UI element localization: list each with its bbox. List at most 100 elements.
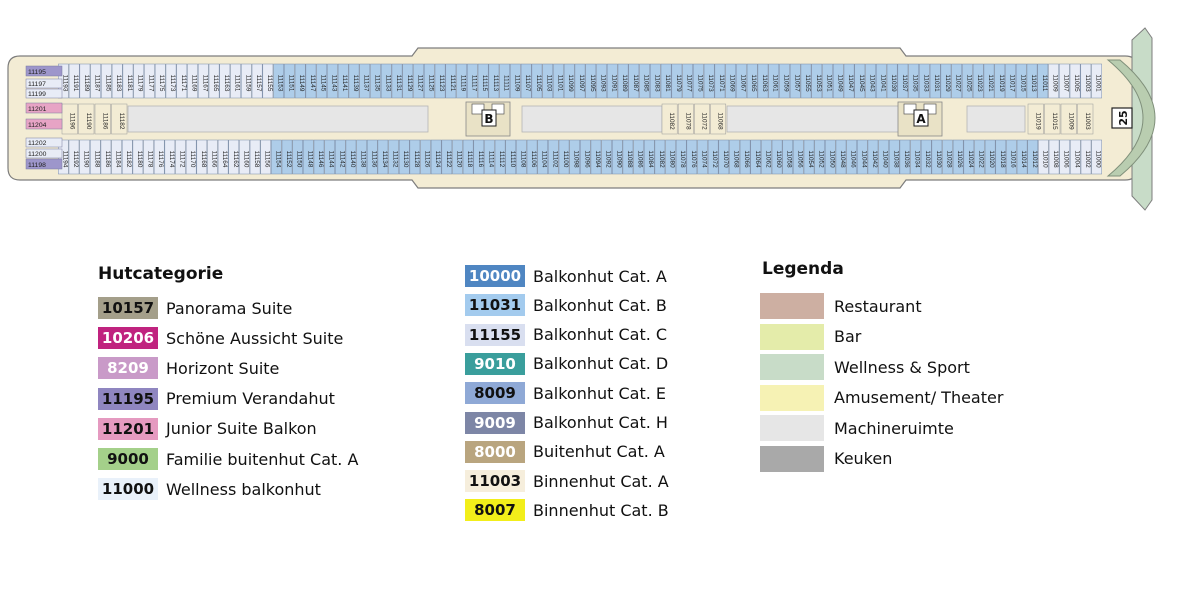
cabin-inner bbox=[78, 103, 95, 135]
legend-label: Balkonhut Cat. C bbox=[533, 325, 668, 345]
cabin-top bbox=[488, 63, 500, 99]
cabin-aft bbox=[25, 148, 63, 159]
cabin-number: 11019 bbox=[998, 74, 1005, 92]
cabin-number: 11005 bbox=[1073, 74, 1080, 92]
cabin-number: 11072 bbox=[701, 112, 708, 130]
cabin-number: 11092 bbox=[605, 150, 612, 168]
cabin-top bbox=[434, 63, 446, 99]
legend-label: Premium Verandahut bbox=[166, 389, 335, 409]
cabin-number: 11117 bbox=[470, 75, 477, 92]
cabin-bottom bbox=[366, 139, 378, 175]
cabin-number: 11044 bbox=[860, 150, 867, 168]
cabin-bottom bbox=[185, 139, 197, 175]
cabin-number: 11112 bbox=[498, 151, 505, 168]
cabin-number: 11100 bbox=[562, 151, 569, 168]
cabin-bottom bbox=[377, 139, 389, 175]
cabin-top bbox=[337, 63, 349, 99]
cabin-number: 11116 bbox=[477, 151, 484, 168]
cabin-top bbox=[789, 63, 801, 99]
legend-swatch: 11155 bbox=[465, 323, 525, 346]
cabin-number: 11034 bbox=[914, 150, 921, 168]
cabin-top bbox=[510, 63, 521, 99]
cabin-number: 11156 bbox=[264, 151, 271, 168]
cabin-number: 11050 bbox=[828, 150, 835, 168]
cabin-number: 11104 bbox=[541, 151, 548, 168]
cabin-top bbox=[348, 63, 360, 99]
cabin-top bbox=[1037, 63, 1049, 99]
cabin-number: 11198 bbox=[28, 162, 46, 169]
cabin-top bbox=[154, 63, 166, 99]
cabin-number: 11068 bbox=[732, 150, 739, 168]
cabin-number: 11018 bbox=[999, 150, 1006, 168]
cabin-top bbox=[1058, 63, 1070, 99]
cabin-number: 11052 bbox=[818, 150, 825, 168]
legend-label: Schöne Aussicht Suite bbox=[166, 328, 344, 348]
cabin-top bbox=[703, 63, 715, 99]
cabin-bottom bbox=[196, 139, 208, 175]
legend-item: Wellness & Sport bbox=[760, 354, 970, 380]
cabin-number: 11029 bbox=[944, 74, 951, 92]
cabin-bottom bbox=[675, 139, 687, 175]
cabin-number: 11150 bbox=[296, 151, 303, 168]
cabin-bottom bbox=[1080, 139, 1092, 175]
cabin-number: 11194 bbox=[61, 151, 68, 168]
cabin-number: 11188 bbox=[93, 151, 100, 168]
legend-swatch bbox=[760, 384, 824, 411]
elevator bbox=[923, 103, 937, 115]
cabin-bottom bbox=[633, 139, 644, 175]
cabin-top bbox=[639, 63, 650, 99]
cabin-top bbox=[133, 63, 145, 99]
cabin-top bbox=[165, 63, 177, 99]
cabin-top bbox=[520, 63, 532, 99]
cabin-top bbox=[854, 63, 866, 99]
cabin-top bbox=[359, 63, 371, 99]
cabin-number: 11002 bbox=[1084, 150, 1091, 168]
cabin-number: 11161 bbox=[234, 75, 241, 92]
cabin-aft bbox=[25, 118, 63, 130]
cabin-number: 11167 bbox=[201, 75, 208, 92]
cabin-number: 11145 bbox=[320, 75, 327, 92]
cabin-top bbox=[693, 63, 704, 99]
cabin-number: 11083 bbox=[653, 74, 660, 92]
cabin-number: 11184 bbox=[115, 151, 122, 168]
cabin-number: 11064 bbox=[754, 150, 761, 168]
cabin-number: 11131 bbox=[395, 75, 402, 92]
cabin-bottom bbox=[420, 139, 431, 175]
cabin-bottom bbox=[430, 139, 442, 175]
cabin-number: 11115 bbox=[481, 75, 488, 92]
cabin-number: 11201 bbox=[28, 106, 47, 113]
cabin-bottom bbox=[484, 139, 495, 175]
cabin-number: 11140 bbox=[349, 151, 356, 168]
cabin-bottom bbox=[857, 139, 868, 175]
cabin-number: 11000 bbox=[1095, 150, 1102, 168]
cabin-number: 11147 bbox=[309, 75, 316, 92]
legend-label: Keuken bbox=[834, 449, 893, 468]
cabin-number: 11076 bbox=[690, 150, 697, 168]
cabin-bottom bbox=[899, 139, 911, 175]
cabin-number: 11124 bbox=[434, 151, 441, 168]
cabin-number: 11077 bbox=[686, 74, 693, 92]
legend-label: Wellness & Sport bbox=[834, 357, 970, 377]
cabin-number: 11013 bbox=[1030, 74, 1037, 92]
legend-label: Binnenhut Cat. B bbox=[533, 500, 669, 520]
cabin-bottom bbox=[281, 139, 293, 175]
cabin-number: 11031 bbox=[933, 74, 940, 92]
cabin-number: 11046 bbox=[850, 150, 857, 168]
cabin-bottom bbox=[558, 139, 570, 175]
cabin-bottom bbox=[782, 139, 794, 175]
cabin-bottom bbox=[910, 139, 921, 175]
cabin-bottom bbox=[984, 139, 996, 175]
cabin-bottom bbox=[1091, 139, 1102, 175]
cabin-number: 11174 bbox=[168, 151, 175, 168]
cabin-bottom bbox=[622, 139, 634, 175]
cabin-bottom bbox=[271, 139, 282, 175]
cabin-number: 11137 bbox=[363, 75, 370, 92]
cabin-bottom bbox=[771, 139, 783, 175]
cabin-top bbox=[230, 63, 241, 99]
legend-swatch: 9010 bbox=[465, 352, 525, 375]
cabin-number: 11098 bbox=[573, 150, 580, 168]
cabin-top bbox=[746, 63, 758, 99]
